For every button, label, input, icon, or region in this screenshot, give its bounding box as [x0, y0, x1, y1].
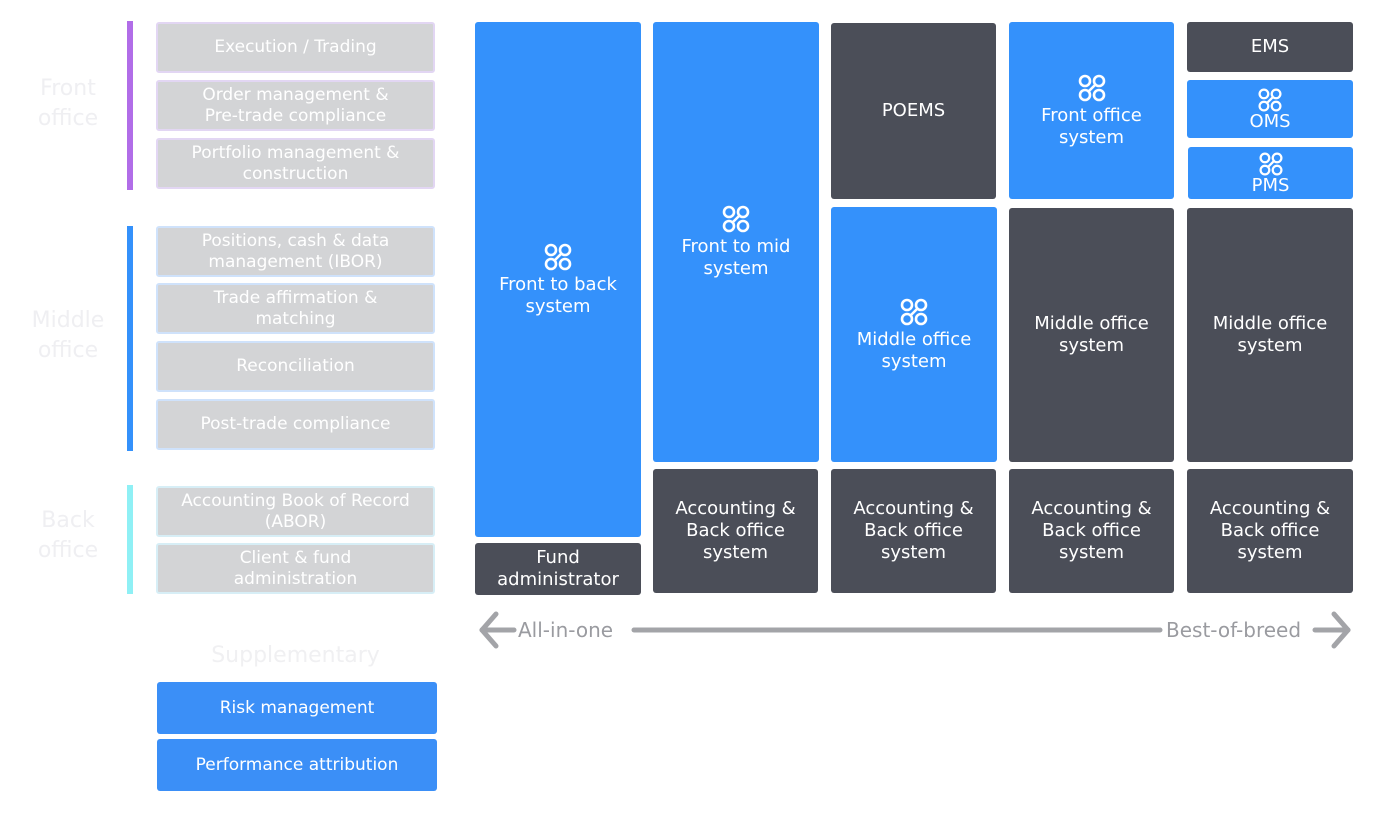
fund-administrator[interactable]: Fund administrator — [475, 543, 641, 595]
accounting-back-office-c2[interactable]: Accounting & Back office system — [653, 469, 818, 593]
group-label-middle-office: Middle office — [31, 308, 105, 363]
ems-system[interactable]: EMS — [1187, 22, 1353, 72]
accounting-back-office-c4[interactable]: Accounting & Back office system — [1009, 469, 1174, 593]
axis-label-right: Best-of-breed — [1166, 618, 1301, 642]
function-execution: Execution / Trading — [156, 22, 435, 73]
function-client-fund-admin: Client & fund administration — [156, 543, 435, 594]
front-to-back-label: Front to back system — [499, 273, 617, 317]
pms-label: PMS — [1251, 175, 1290, 196]
group-label-front-office: Front office — [37, 76, 99, 131]
accounting-back-office-c3[interactable]: Accounting & Back office system — [831, 469, 996, 593]
middle-office-bar — [127, 226, 133, 451]
function-portfolio-management: Portfolio management & construction — [156, 138, 435, 189]
front-office-system[interactable]: Front office system — [1009, 22, 1174, 199]
connected-nodes-icon — [1258, 88, 1282, 112]
group-label-back-office: Back office — [37, 508, 99, 563]
poems-system[interactable]: POEMS — [831, 23, 996, 199]
front-to-mid-label: Front to mid system — [681, 236, 791, 279]
axis-label-left: All-in-one — [518, 618, 613, 642]
connected-nodes-icon — [1258, 152, 1283, 176]
function-abor: Accounting Book of Record (ABOR) — [156, 486, 435, 537]
front-office-label: Front office system — [1041, 104, 1142, 148]
connected-nodes-icon — [544, 243, 572, 270]
front-office-bar — [127, 21, 133, 190]
performance-attribution-button[interactable]: Performance attribution — [157, 739, 437, 791]
connected-nodes-icon — [900, 298, 928, 325]
function-positions: Positions, cash & data management (IBOR) — [156, 226, 435, 277]
oms-label: OMS — [1249, 111, 1291, 132]
risk-management-button[interactable]: Risk management — [157, 682, 437, 734]
supplementary-title: Supplementary — [211, 643, 380, 668]
oms-system[interactable]: OMS — [1187, 80, 1353, 138]
connected-nodes-icon — [1078, 74, 1105, 101]
front-to-back-system[interactable]: Front to back system — [475, 22, 641, 537]
right-arrow-head-icon — [1331, 611, 1351, 649]
middle-office-system-c3[interactable]: Middle office system — [831, 207, 997, 462]
middle-office-system-c5[interactable]: Middle office system — [1187, 208, 1353, 462]
function-order-management: Order management & Pre-trade compliance — [156, 80, 435, 131]
pms-system[interactable]: PMS — [1188, 147, 1353, 199]
function-post-trade-compliance: Post-trade compliance — [156, 399, 435, 450]
middle-office-c3-label: Middle office system — [856, 328, 972, 372]
connected-nodes-icon — [722, 205, 750, 233]
back-office-bar — [127, 485, 133, 594]
accounting-back-office-c5[interactable]: Accounting & Back office system — [1187, 469, 1353, 593]
spectrum-axis: All-in-one Best-of-breed — [479, 611, 1351, 649]
function-reconciliation: Reconciliation — [156, 341, 435, 392]
front-to-mid-system[interactable]: Front to mid system — [653, 22, 819, 462]
function-trade-affirmation: Trade affirmation & matching — [156, 283, 435, 334]
middle-office-system-c4[interactable]: Middle office system — [1009, 208, 1174, 462]
